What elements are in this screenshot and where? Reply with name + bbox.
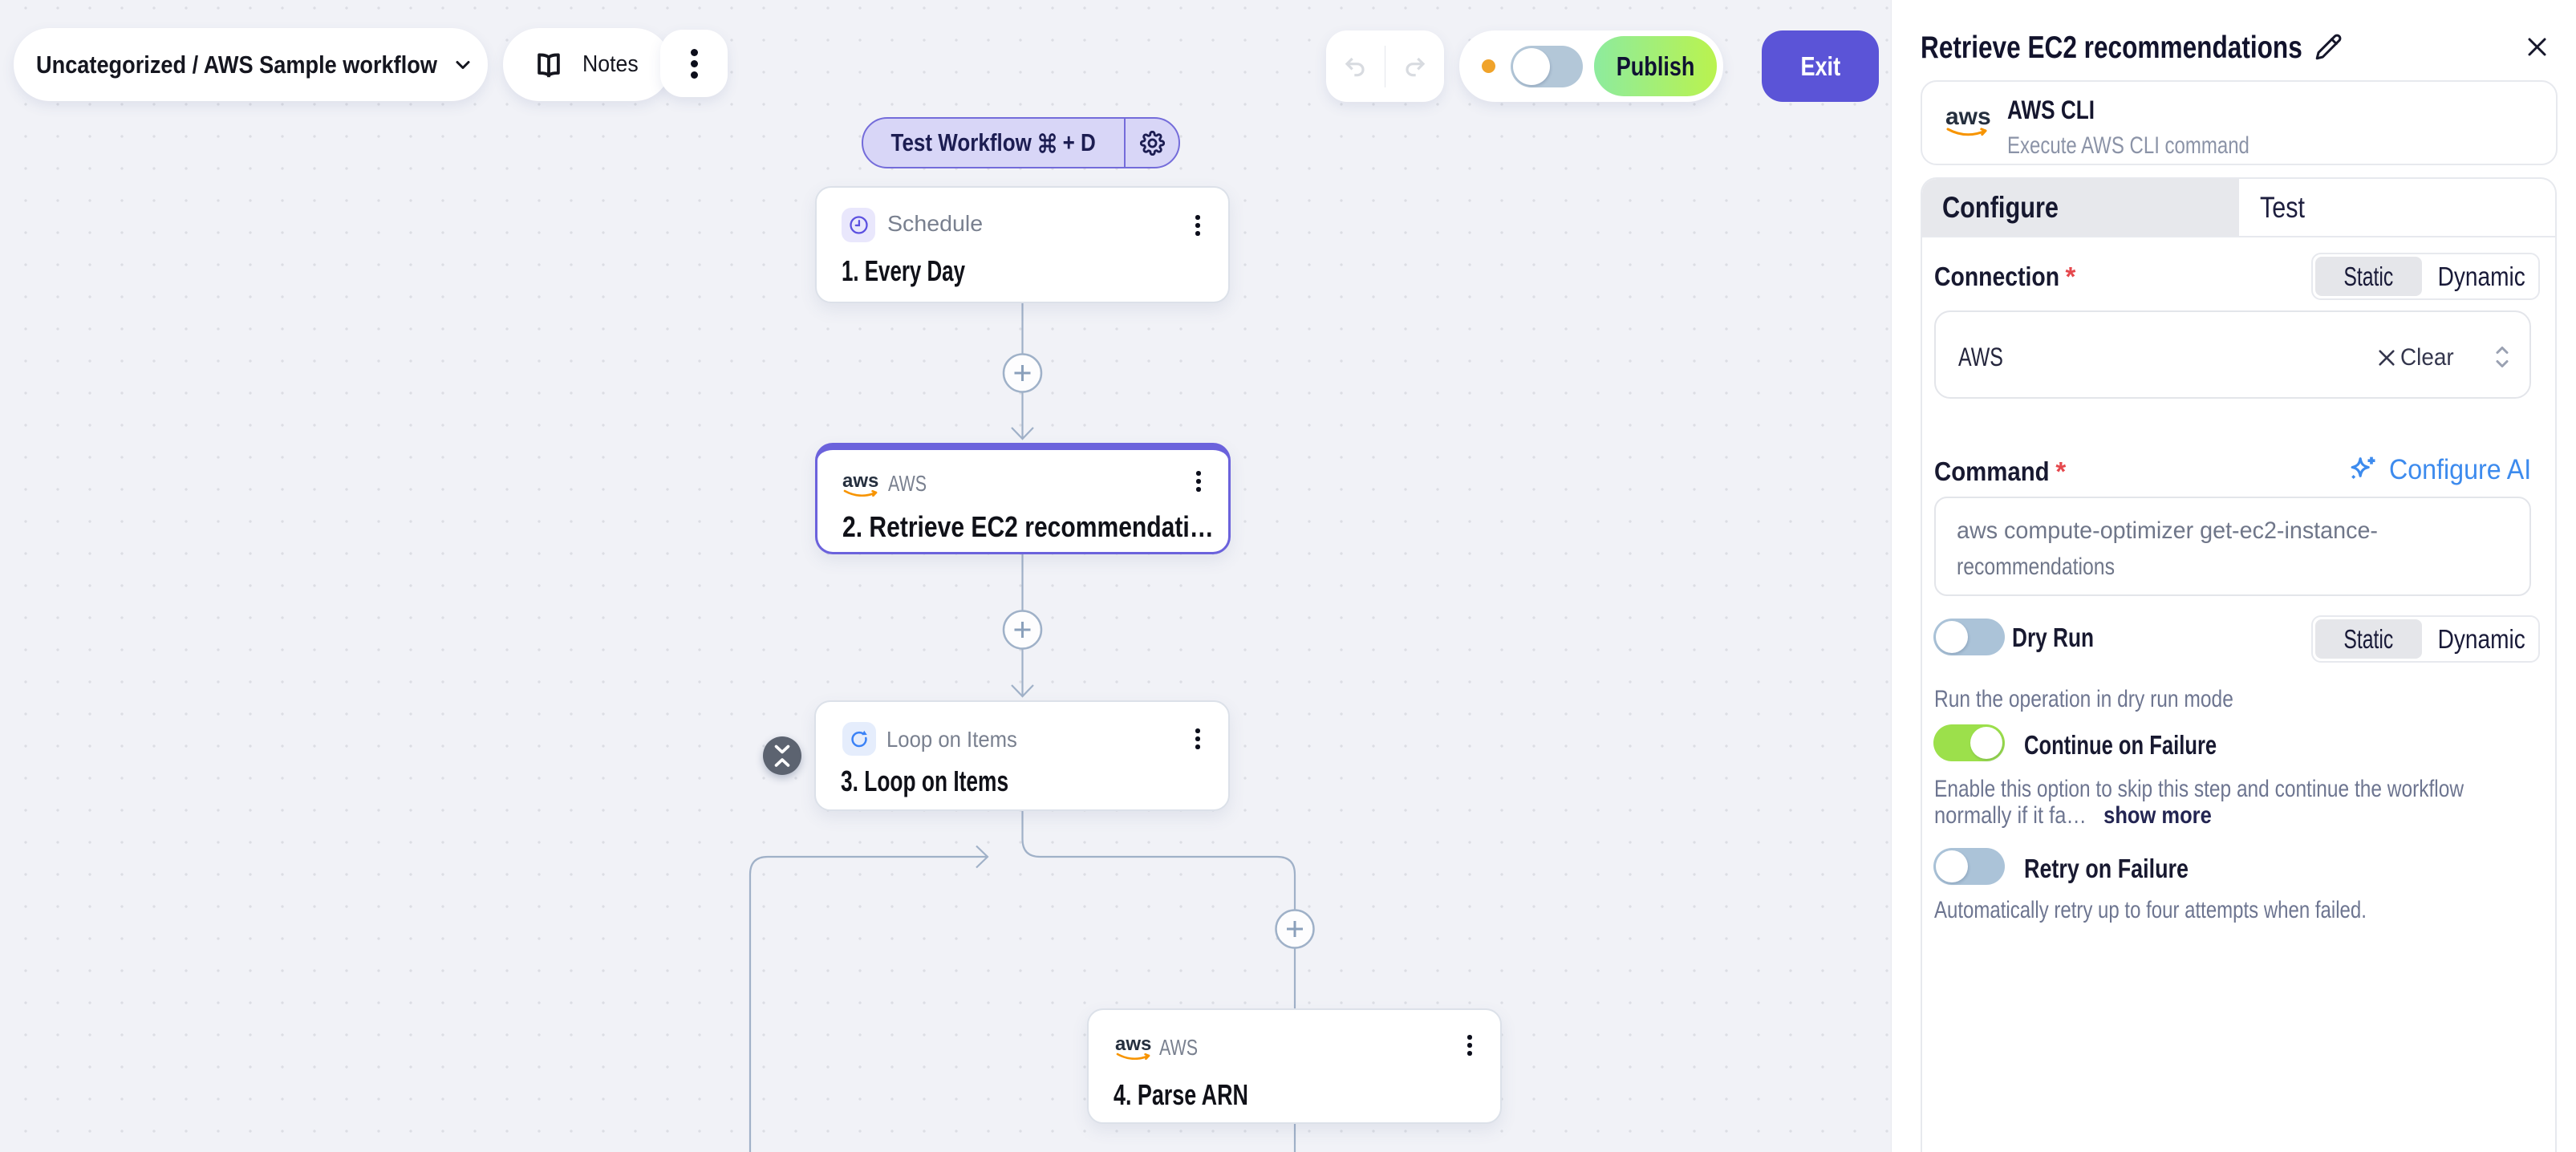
svg-text:aws: aws bbox=[1945, 104, 1991, 130]
svg-text:aws: aws bbox=[842, 471, 878, 492]
svg-text:aws: aws bbox=[1115, 1034, 1151, 1055]
